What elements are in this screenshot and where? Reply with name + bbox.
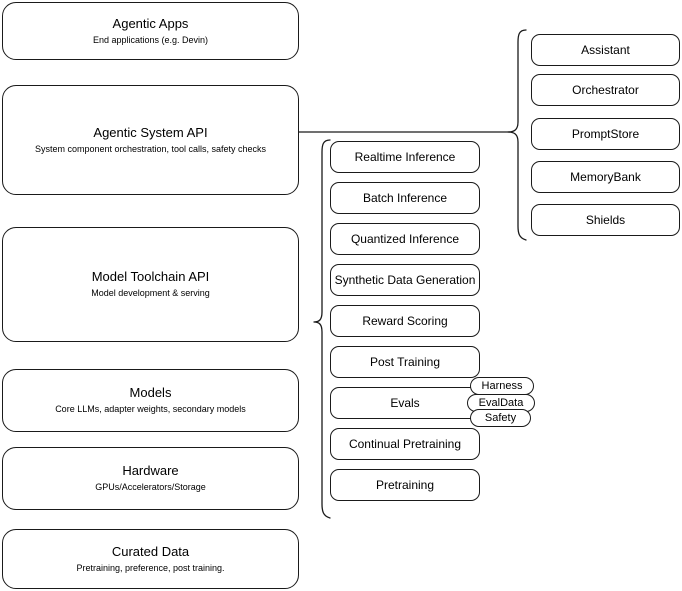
stack-layer-agentic-system-api[interactable]: Agentic System API System component orch… bbox=[2, 85, 299, 195]
capability-label: Continual Pretraining bbox=[348, 436, 462, 451]
layer-subtitle: GPUs/Accelerators/Storage bbox=[95, 482, 206, 492]
capability-label: Realtime Inference bbox=[354, 149, 456, 164]
capability-evals[interactable]: Evals bbox=[330, 387, 480, 419]
layer-title: Models bbox=[129, 385, 172, 400]
capability-quantized-inference[interactable]: Quantized Inference bbox=[330, 223, 480, 255]
capability-realtime-inference[interactable]: Realtime Inference bbox=[330, 141, 480, 173]
system-component-promptstore[interactable]: PromptStore bbox=[531, 118, 680, 150]
stack-layer-hardware[interactable]: Hardware GPUs/Accelerators/Storage bbox=[2, 447, 299, 510]
system-component-label: MemoryBank bbox=[570, 169, 641, 184]
system-component-label: Assistant bbox=[581, 42, 630, 57]
capability-pretraining[interactable]: Pretraining bbox=[330, 469, 480, 501]
capability-label: Post Training bbox=[369, 354, 441, 369]
layer-subtitle: Model development & serving bbox=[91, 288, 210, 298]
layer-title: Agentic Apps bbox=[112, 15, 189, 31]
capability-label: Quantized Inference bbox=[350, 231, 460, 246]
layer-subtitle: Pretraining, preference, post training. bbox=[76, 562, 225, 573]
evals-subcomponent-harness[interactable]: Harness bbox=[470, 377, 534, 395]
system-component-memorybank[interactable]: MemoryBank bbox=[531, 161, 680, 193]
layer-subtitle: Core LLMs, adapter weights, secondary mo… bbox=[55, 404, 246, 414]
system-component-shields[interactable]: Shields bbox=[531, 204, 680, 236]
system-component-assistant[interactable]: Assistant bbox=[531, 34, 680, 66]
capability-continual-pretraining[interactable]: Continual Pretraining bbox=[330, 428, 480, 460]
stack-layer-curated-data[interactable]: Curated Data Pretraining, preference, po… bbox=[2, 529, 299, 589]
capability-label: Reward Scoring bbox=[362, 313, 448, 328]
system-component-label: Shields bbox=[585, 212, 626, 227]
capability-post-training[interactable]: Post Training bbox=[330, 346, 480, 378]
capability-label: Synthetic Data Generation bbox=[334, 272, 476, 287]
capability-label: Pretraining bbox=[375, 477, 435, 492]
capability-synthetic-data-generation[interactable]: Synthetic Data Generation bbox=[330, 264, 480, 296]
evals-subcomponent-safety[interactable]: Safety bbox=[470, 409, 531, 427]
connector-system-api-to-components bbox=[299, 131, 510, 133]
layer-subtitle: End applications (e.g. Devin) bbox=[92, 34, 209, 45]
layer-title: Hardware bbox=[122, 463, 179, 478]
layer-subtitle: System component orchestration, tool cal… bbox=[34, 143, 267, 154]
capability-label: Evals bbox=[390, 395, 420, 410]
system-component-label: PromptStore bbox=[571, 126, 640, 141]
stack-layer-models[interactable]: Models Core LLMs, adapter weights, secon… bbox=[2, 369, 299, 432]
layer-title: Curated Data bbox=[111, 543, 190, 559]
stack-layer-model-toolchain-api[interactable]: Model Toolchain API Model development & … bbox=[2, 227, 299, 342]
pill-label: Harness bbox=[481, 379, 523, 392]
layer-title: Agentic System API bbox=[93, 124, 208, 140]
capability-reward-scoring[interactable]: Reward Scoring bbox=[330, 305, 480, 337]
bracket-toolchain-capabilities bbox=[313, 139, 331, 519]
pill-label: EvalData bbox=[478, 396, 524, 409]
pill-label: Safety bbox=[484, 411, 517, 424]
layer-title: Model Toolchain API bbox=[91, 269, 210, 284]
system-component-label: Orchestrator bbox=[572, 82, 639, 97]
bracket-system-components bbox=[507, 29, 527, 241]
capability-batch-inference[interactable]: Batch Inference bbox=[330, 182, 480, 214]
system-component-orchestrator[interactable]: Orchestrator bbox=[531, 74, 680, 106]
stack-layer-agentic-apps[interactable]: Agentic Apps End applications (e.g. Devi… bbox=[2, 2, 299, 60]
capability-label: Batch Inference bbox=[362, 190, 448, 205]
